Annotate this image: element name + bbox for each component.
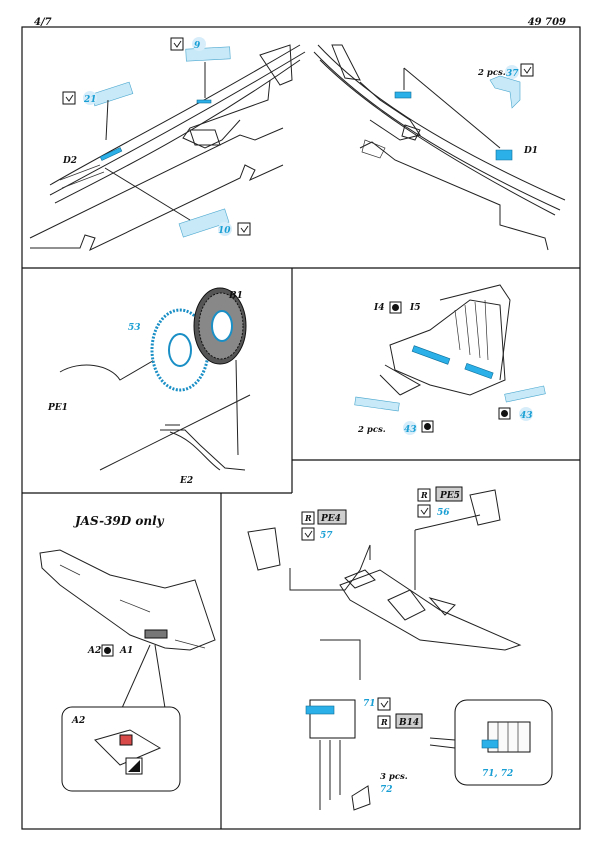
- label-b14: B14: [398, 718, 419, 728]
- etched-part-37-right: [495, 149, 513, 161]
- panel-1-intake: D2 D1 2 pcs. 9 21 10 37: [29, 37, 566, 252]
- etched-part-10: [178, 208, 230, 238]
- label-a1: A1: [119, 646, 133, 656]
- label-pe1: PE1: [47, 403, 68, 413]
- part-number-72: 72: [380, 785, 393, 795]
- fold-icon: [62, 91, 76, 105]
- label-a2: A2: [87, 646, 101, 656]
- svg-text:R: R: [380, 717, 388, 727]
- fold-icon: [301, 527, 315, 541]
- label-2pcs-43: 2 pcs.: [357, 425, 386, 435]
- fold-icon: [417, 504, 431, 518]
- label-i5: I5: [409, 303, 420, 313]
- label-d2: D2: [62, 156, 77, 166]
- resin-icon: [301, 511, 315, 525]
- part-number-43-left: 43: [404, 425, 417, 435]
- page-number: 4/7: [34, 17, 52, 28]
- part-number-57: 57: [320, 531, 333, 541]
- etched-part-21: [90, 81, 134, 107]
- fold-icon: [520, 63, 534, 77]
- part-number-43-right: 43: [520, 411, 533, 421]
- resin-icon: [377, 715, 391, 729]
- label-e2: E2: [179, 476, 193, 486]
- resin-icon: [417, 488, 431, 502]
- fold-icon: [377, 697, 391, 711]
- part-number-10: 10: [218, 226, 231, 236]
- label-pe4: PE4: [320, 514, 341, 524]
- part-number-56: 56: [437, 508, 450, 518]
- panel-2-engine-face: B1 PE1 E2 53: [47, 287, 251, 486]
- label-a2-detail: A2: [71, 716, 85, 726]
- panel-4-title: JAS-39D only: [73, 514, 165, 528]
- label-detail-71-72: 71, 72: [482, 769, 513, 779]
- panel-5-rear: R PE5 56 R PE4 57 71 R B14 3 pcs. 72 71,…: [247, 486, 553, 811]
- fold-icon: [170, 37, 184, 51]
- fold-icon: [237, 222, 251, 236]
- part-number-21: 21: [83, 95, 97, 105]
- label-d1: D1: [523, 146, 538, 156]
- svg-text:R: R: [304, 513, 312, 523]
- label-b1: B1: [228, 291, 243, 301]
- part-number-9: 9: [194, 41, 201, 51]
- panel-frame: [21, 26, 581, 830]
- panel-4-jas39d: JAS-39D only A2 A1 A2: [39, 514, 216, 792]
- part-number-37: 37: [506, 69, 519, 79]
- panel-3-cockpit: I4 I5 2 pcs. 43 43: [354, 284, 546, 435]
- kit-number: 49 709: [527, 17, 566, 28]
- label-pe5: PE5: [439, 491, 460, 501]
- etched-part-37-left: [394, 91, 412, 99]
- label-3pcs-72: 3 pcs.: [380, 772, 408, 782]
- label-i4: I4: [373, 303, 384, 313]
- part-number-53: 53: [128, 323, 141, 333]
- etched-part-9: [185, 46, 231, 62]
- part-number-71: 71: [363, 699, 376, 709]
- label-2pcs-37: 2 pcs.: [477, 68, 506, 78]
- svg-text:R: R: [420, 490, 428, 500]
